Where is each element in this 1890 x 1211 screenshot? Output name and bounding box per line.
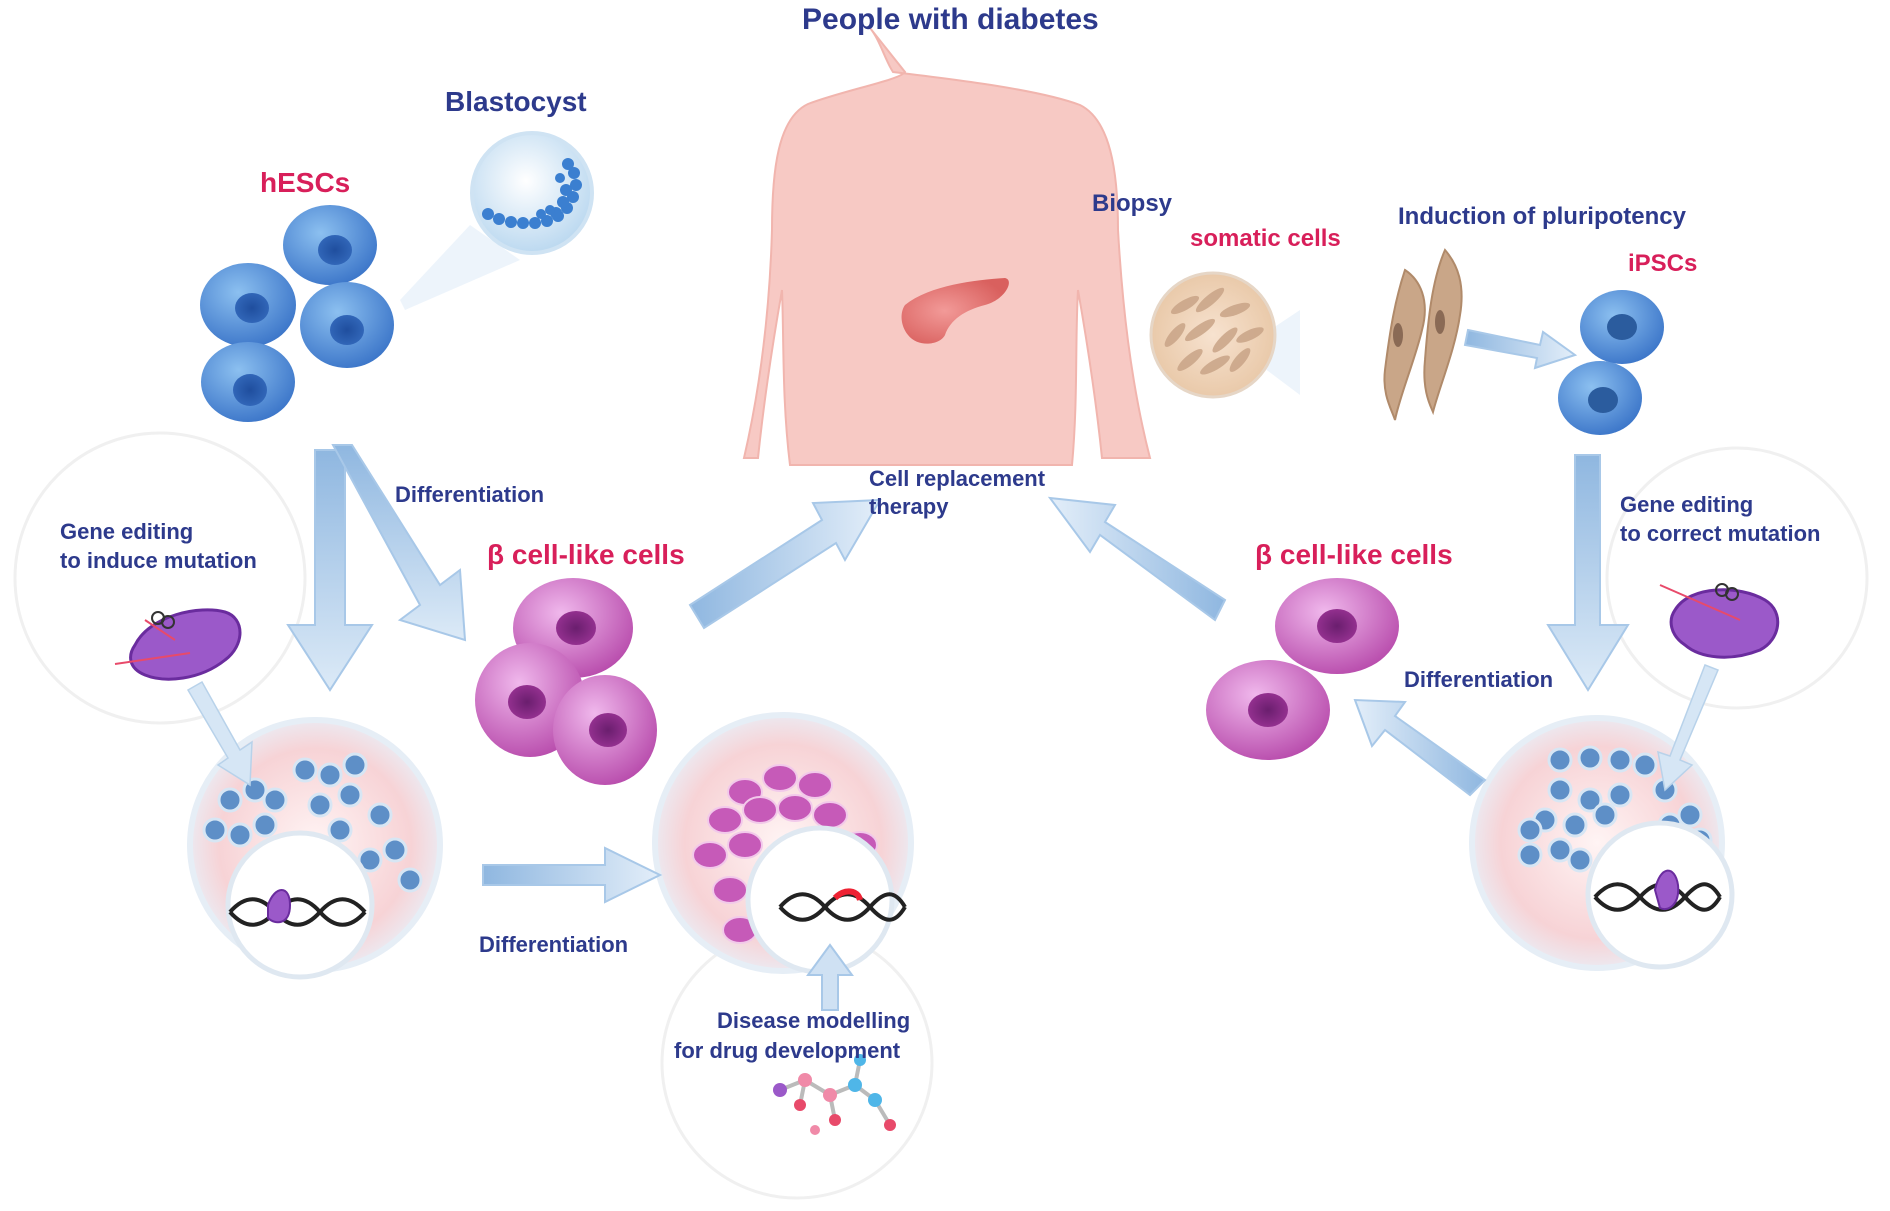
arrow-beta-right-to-therapy: [1047, 496, 1227, 622]
fibroblast-cells: [1383, 248, 1463, 421]
arrow-hesc-to-beta: [331, 444, 467, 642]
cas9-scissors-right-icon: [1659, 583, 1780, 659]
pancreas-icon: [901, 278, 1009, 344]
hescs-label: hESCs: [260, 167, 351, 198]
arrow-fibroblast-to-ipsc: [1463, 328, 1578, 370]
differentiation-bottom-label: Differentiation: [479, 932, 629, 957]
blastocyst-icon: [400, 131, 594, 310]
biopsy-label: Biopsy: [1092, 190, 1173, 217]
dish-middle: [652, 712, 914, 975]
beta-cells-left-label: β cell-like cells: [487, 539, 685, 570]
cell-replacement-line2: therapy: [869, 494, 949, 519]
induction-label: Induction of pluripotency: [1398, 203, 1686, 230]
beta-cells-right: [1206, 578, 1399, 760]
differentiation-right-label: Differentiation: [1404, 667, 1554, 692]
molecule-icon: [773, 1054, 896, 1135]
human-torso: [742, 27, 1152, 466]
dish-left: [187, 717, 443, 980]
dna-helix-icon: [1593, 869, 1722, 912]
ipsc-cells: [1558, 290, 1664, 435]
dna-helix-icon: [228, 889, 367, 927]
gene-editing-correct-line1: Gene editing: [1620, 492, 1754, 517]
disease-modelling-line1: Disease modelling: [717, 1008, 911, 1033]
somatic-cells-icon: [1149, 271, 1300, 399]
arrow-dish-right-to-beta: [1353, 698, 1487, 797]
blastocyst-label: Blastocyst: [445, 86, 587, 117]
arrow-cas9-left-down: [186, 680, 253, 787]
gene-editing-correct-line2: to correct mutation: [1620, 521, 1821, 546]
disease-modelling-line2: for drug development: [674, 1038, 901, 1063]
cell-replacement-line1: Cell replacement: [869, 466, 1046, 491]
beta-cells-right-label: β cell-like cells: [1255, 539, 1453, 570]
gene-editing-induce-line1: Gene editing: [60, 519, 194, 544]
gene-editing-induce-circle: [13, 431, 307, 725]
arrow-dish-left-to-middle: [482, 846, 663, 904]
ipscs-label: iPSCs: [1628, 250, 1698, 277]
hesc-cells: [200, 205, 394, 422]
differentiation-left-label: Differentiation: [395, 482, 545, 507]
arrow-cas9-right-down: [1657, 664, 1719, 792]
arrow-hesc-down: [286, 449, 374, 692]
somatic-cells-label: somatic cells: [1190, 225, 1341, 252]
arrow-modelling-up: [806, 943, 854, 1011]
dna-helix-icon: [778, 888, 907, 922]
arrow-ipsc-down: [1546, 454, 1630, 692]
arrow-beta-to-therapy: [688, 498, 882, 630]
gene-editing-induce-line2: to induce mutation: [60, 548, 257, 573]
dish-right: [1469, 715, 1735, 971]
beta-cells-left: [475, 578, 657, 785]
diagram-title: People with diabetes: [802, 3, 1099, 36]
cas9-scissors-icon: [114, 608, 242, 681]
gene-editing-correct-circle: [1605, 446, 1869, 710]
